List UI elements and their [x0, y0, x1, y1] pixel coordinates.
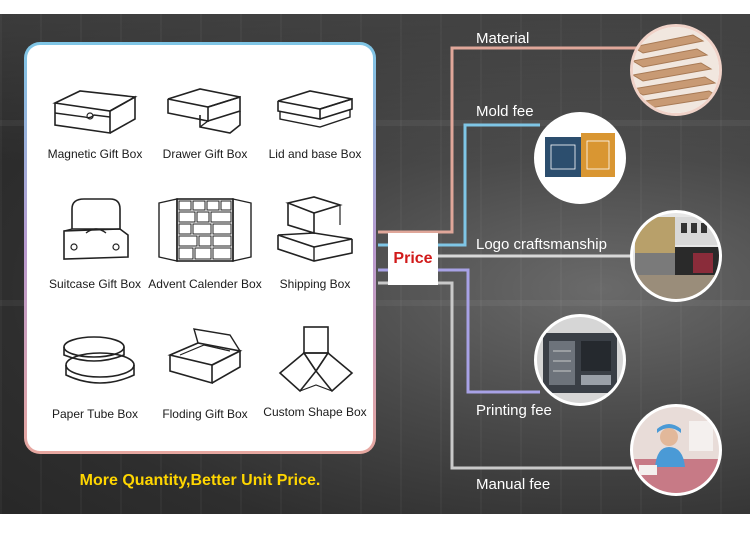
price-box: Price: [388, 233, 438, 285]
product-label: Lid and base Box: [268, 147, 362, 161]
product-lid-and-base-box: Lid and base Box: [257, 85, 373, 205]
product-shipping-box: Shipping Box: [257, 195, 373, 315]
factor-label-logo-craftsmanship: Logo craftsmanship: [476, 236, 607, 253]
product-label: Floding Gift Box: [162, 407, 248, 421]
box-die-line-photo: [534, 112, 626, 204]
product-label: Magnetic Gift Box: [47, 147, 143, 161]
product-magnetic-gift-box: Magnetic Gift Box: [37, 85, 153, 205]
tagline: More Quantity,Better Unit Price.: [79, 472, 321, 489]
product-label: Paper Tube Box: [51, 407, 139, 421]
connector-mold-fee: [378, 123, 540, 247]
product-grid-card: Magnetic Gift Box Drawer Gift Box Lid an…: [24, 42, 376, 454]
product-label: Shipping Box: [279, 277, 351, 291]
product-label: Suitcase Gift Box: [48, 277, 142, 291]
factory-worker-photo: [630, 404, 722, 496]
lid-and-base-box-icon: [277, 90, 353, 128]
factor-label-mold-fee: Mold fee: [476, 103, 534, 120]
background-stripe: [0, 120, 750, 126]
connector-material: [378, 46, 640, 234]
factor-label-manual-fee: Manual fee: [476, 476, 551, 493]
product-suitcase-gift-box: Suitcase Gift Box: [37, 195, 153, 315]
factor-label-printing-fee: Printing fee: [476, 402, 552, 419]
magnetic-gift-box-icon: [52, 90, 138, 134]
logo-foil-samples-photo: [630, 210, 722, 302]
shipping-box-icon: [277, 196, 353, 262]
custom-shape-box-icon: [278, 326, 354, 393]
background-stripe: [0, 300, 750, 306]
product-folding-gift-box: Floding Gift Box: [147, 325, 263, 445]
product-advent-calendar-box: Advent Calender Box: [147, 195, 263, 315]
drawer-gift-box-icon: [167, 88, 241, 134]
printing-machine-photo: [534, 314, 626, 406]
cardboard-layers-photo: [630, 24, 722, 116]
paper-tube-box-icon: [63, 336, 135, 384]
product-custom-shape-box: Custom Shape Box: [257, 325, 373, 445]
product-label: Custom Shape Box: [263, 405, 367, 419]
folding-gift-box-icon: [167, 328, 243, 385]
product-paper-tube-box: Paper Tube Box: [37, 325, 153, 445]
product-label: Advent Calender Box: [148, 277, 262, 291]
product-label: Drawer Gift Box: [162, 147, 248, 161]
product-drawer-gift-box: Drawer Gift Box: [147, 85, 263, 205]
suitcase-gift-box-icon: [63, 198, 129, 260]
advent-calendar-box-icon: [158, 198, 252, 262]
connector-printing: [378, 268, 540, 394]
factor-label-material: Material: [476, 30, 530, 47]
